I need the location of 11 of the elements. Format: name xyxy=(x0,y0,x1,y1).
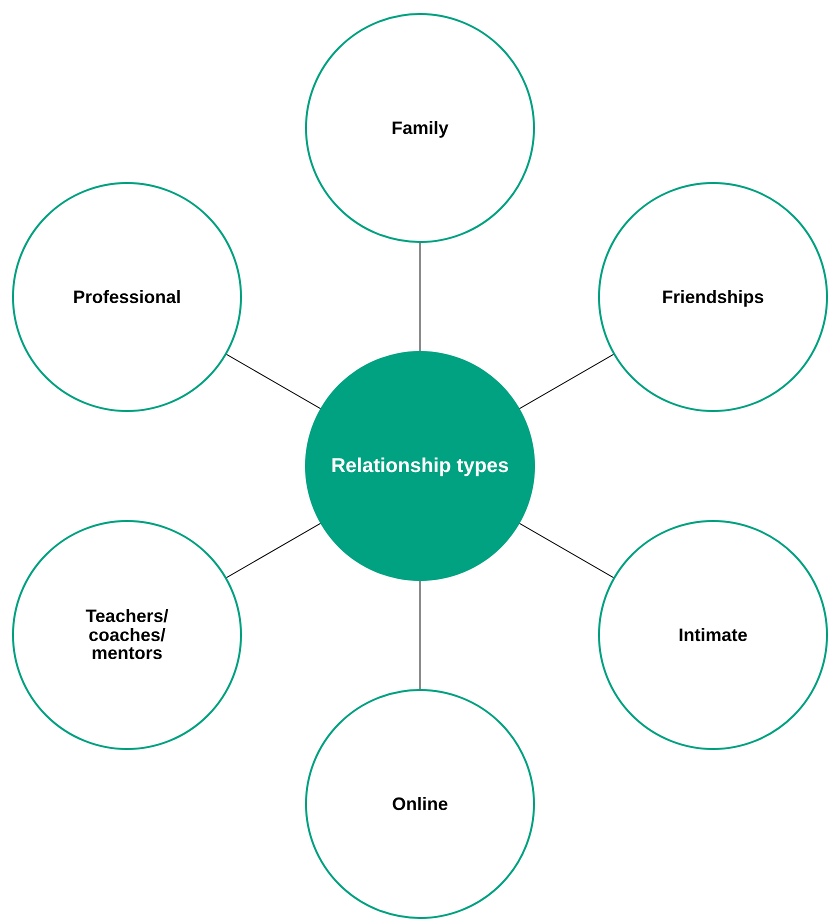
circle-label: Professional xyxy=(72,288,182,306)
connector-line xyxy=(519,354,614,410)
connector-line xyxy=(226,522,321,578)
connector-line xyxy=(519,522,614,578)
connector-line xyxy=(226,354,321,410)
circle-label: Friendships xyxy=(660,288,765,306)
circle-label: Online xyxy=(390,794,449,814)
circle-label: Relationship types xyxy=(331,456,509,476)
circle-label: Family xyxy=(390,118,450,138)
circle-label: Teachers/ coaches/ mentors xyxy=(84,606,170,664)
circle-label: Intimate xyxy=(677,626,748,644)
